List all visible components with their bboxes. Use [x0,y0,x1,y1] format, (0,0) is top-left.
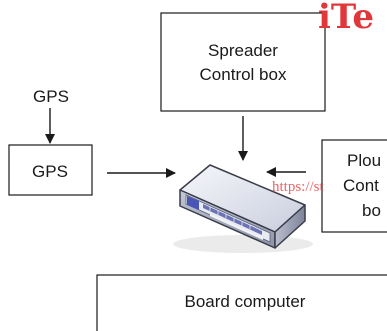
gps-input-label: GPS [33,87,69,106]
plough-box-label-line3: bo [362,201,381,220]
watermark-title: iTe [318,0,374,37]
board-computer-box: Board computer [96,274,387,331]
hub-port-strip [203,204,262,235]
spreader-box-label-line2: Control box [200,65,287,84]
spreader-control-box: Spreader Control box [160,12,326,112]
plough-box-label-line1: Plou [347,151,381,170]
network-hub-device-icon [173,164,313,253]
board-computer-label: Board computer [185,292,306,311]
watermark-url: https://st [272,179,325,195]
spreader-box-label-line1: Spreader [208,41,278,60]
plough-control-box: Plou Cont bo [321,139,387,233]
gps-box: GPS [8,144,93,196]
plough-box-label-line2: Cont [343,176,379,195]
gps-box-label: GPS [32,162,68,181]
